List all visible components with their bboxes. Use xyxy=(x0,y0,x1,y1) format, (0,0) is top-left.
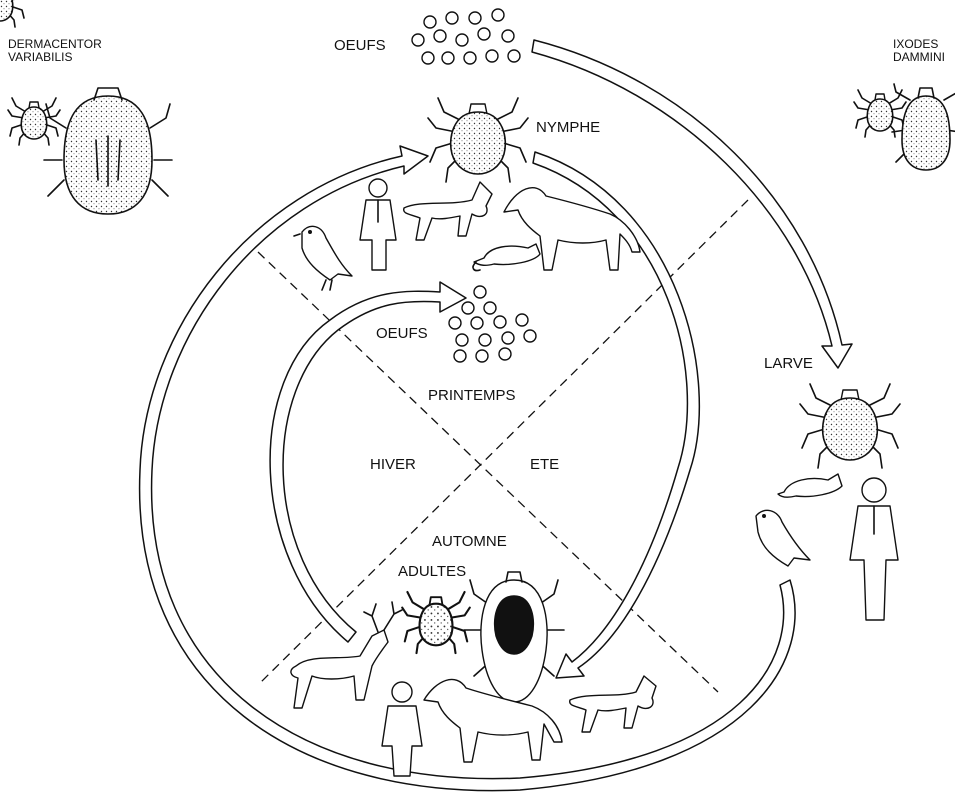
human-icon xyxy=(359,178,397,271)
inner-arrow-adults-to-eggs xyxy=(269,281,467,643)
human-icon xyxy=(849,477,899,621)
dermacentor-label-line2: VARIABILIS xyxy=(8,50,72,64)
fox-icon xyxy=(403,181,493,241)
eggs-inner-label: OEUFS xyxy=(376,325,428,342)
eggs-top-label: OEUFS xyxy=(334,37,386,54)
nymph-hosts xyxy=(293,178,641,291)
outer-arrow-larva-to-nymph xyxy=(138,145,796,792)
horse-icon xyxy=(503,187,641,271)
dermacentor-label-line1: DERMACENTOR xyxy=(8,37,102,51)
adult-ticks-illustration xyxy=(0,0,565,703)
stage-labels: OEUFS NYMPHE OEUFS LARVE ADULTES xyxy=(334,37,813,580)
inner-arrow-nymph-to-adults xyxy=(532,151,701,679)
season-labels: PRINTEMPS ETE AUTOMNE HIVER xyxy=(370,387,559,550)
fox-icon xyxy=(569,675,657,733)
larva-label: LARVE xyxy=(764,355,813,372)
autumn-label: AUTOMNE xyxy=(432,533,507,550)
nymph-label: NYMPHE xyxy=(536,119,600,136)
bird-icon xyxy=(293,225,353,291)
ixodes-dammini-illustration xyxy=(853,83,955,171)
adults-label: ADULTES xyxy=(398,563,466,580)
human-icon xyxy=(381,681,423,777)
eggs-top-cluster xyxy=(411,8,521,65)
summer-label: ETE xyxy=(530,456,559,473)
ixodes-label-line1: IXODES xyxy=(893,37,938,51)
horse-icon xyxy=(423,678,563,763)
mouse-icon xyxy=(777,473,843,499)
mouse-icon xyxy=(472,243,541,272)
outer-arrow-eggs-to-larva xyxy=(531,39,853,369)
ixodes-label-line2: DAMMINI xyxy=(893,50,945,64)
species-labels: DERMACENTOR VARIABILIS IXODES DAMMINI xyxy=(8,37,945,64)
dermacentor-variabilis-illustration xyxy=(7,87,173,215)
eggs-inner-cluster xyxy=(448,285,537,363)
larva-tick-illustration xyxy=(799,383,901,469)
spring-label: PRINTEMPS xyxy=(428,387,516,404)
bird-icon xyxy=(755,509,811,567)
adult-hosts xyxy=(290,601,657,777)
winter-label: HIVER xyxy=(370,456,416,473)
nymph-tick-illustration xyxy=(427,97,529,183)
deer-icon xyxy=(290,601,403,709)
larva-hosts xyxy=(755,473,899,621)
